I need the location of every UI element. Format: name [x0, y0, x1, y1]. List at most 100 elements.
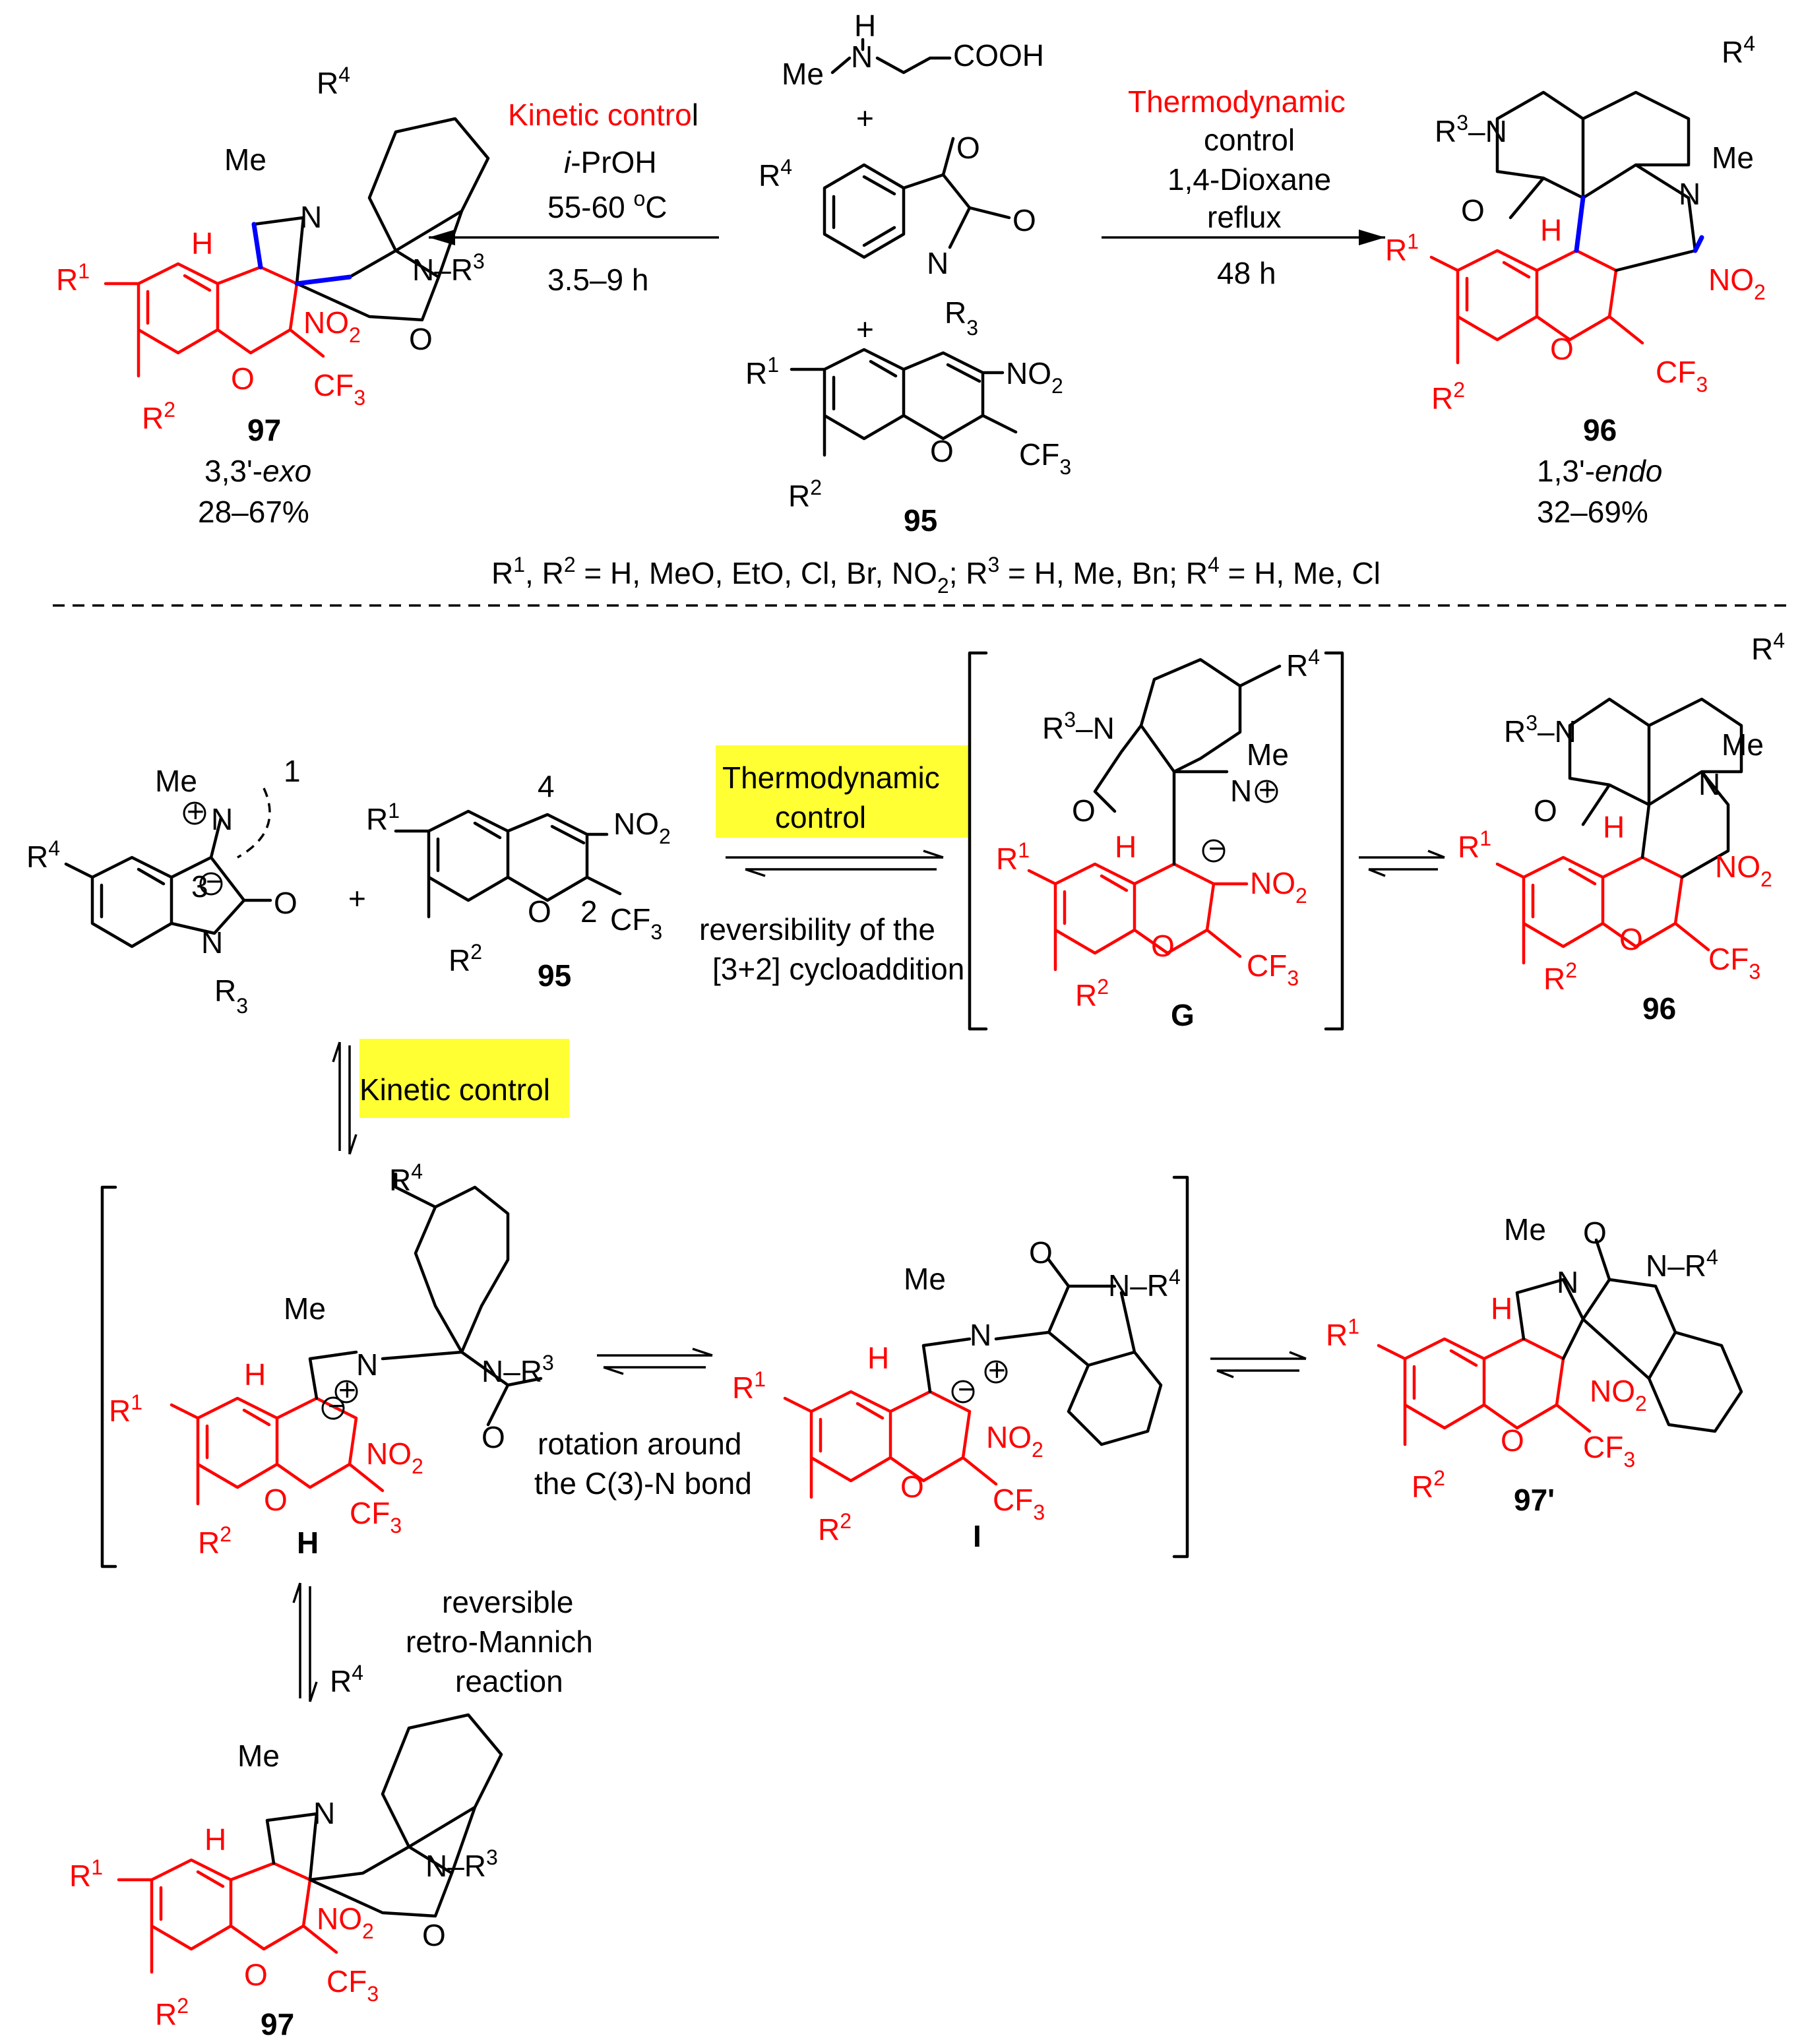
compound-96-label-top: 96	[1583, 413, 1617, 447]
product-97-blue-bonds	[251, 222, 352, 286]
product-96-chroman-bonds	[1429, 249, 1644, 365]
p96m-n-label: N	[1698, 767, 1720, 801]
intermediate-H: R4 Me N + N–R3 O H − R1 NO2 O CF3 R2 H	[100, 1160, 1189, 1568]
i-minus-glyph: −	[958, 1372, 976, 1406]
azomethine-ylide: + − Me N 1 3 O R4 N R3	[26, 754, 301, 1018]
substituent-legend: R1, R2 = H, MeO, EtO, Cl, Br, NO2; R3 = …	[491, 553, 1381, 598]
rotation-line1: rotation around	[538, 1427, 741, 1461]
intermediate-G: R4 R3–N Me N + O H − R1 NO2 O CF3 R2 G	[968, 645, 1344, 1032]
p96-r1-label: R1	[1385, 230, 1419, 267]
intermediate-H-label: H	[297, 1526, 319, 1560]
i-ring-o-label: O	[900, 1470, 924, 1504]
product-97-spiro-bonds	[252, 117, 490, 322]
p96-n-label: N	[1679, 177, 1700, 211]
h-o-label: O	[482, 1420, 505, 1454]
p96-r3n-label: R3–N	[1435, 111, 1507, 148]
p97b-me-label: Me	[237, 1739, 280, 1773]
p97-nr3-label: N–R3	[412, 249, 485, 287]
kinetic-arrow-top: Kinetic control i-PrOH 55-60 oC 3.5–9 h	[429, 98, 719, 297]
product-96-mech: R4 R3–N Me N O H R1 NO2 O CF3 R2 96	[1458, 629, 1785, 1026]
ylide-label-1: 1	[284, 754, 301, 788]
g-h-label: H	[1115, 830, 1136, 864]
g-no2-label: NO2	[1250, 866, 1307, 908]
p97p-me-label: Me	[1504, 1212, 1546, 1247]
ylide-label-3: 3	[191, 869, 208, 904]
p96m-no2-label: NO2	[1715, 850, 1772, 891]
intermediate-G-label: G	[1171, 998, 1195, 1032]
p97b-r4-label: R4	[330, 1661, 363, 1698]
chromene-no2-label: NO2	[1006, 356, 1063, 398]
p97b-n-label: N	[313, 1796, 335, 1830]
p97-exo-label: 3,3'-exo	[204, 454, 311, 488]
isatin-reagent: R4 O O N R3	[759, 131, 1036, 340]
chromene-95-r2-label: R2	[449, 940, 482, 977]
isatin-r4-label: R4	[759, 155, 792, 193]
p97-yield-label: 28–67%	[198, 495, 309, 529]
chromene-r2-label: R2	[788, 476, 822, 513]
p97-no2-label: NO2	[303, 305, 361, 347]
p96-no2-label: NO2	[1708, 263, 1766, 304]
chromene-o-label: O	[930, 434, 954, 468]
kinetic-box-label: Kinetic control	[359, 1072, 550, 1107]
i-iminium-bonds	[921, 1258, 1163, 1446]
ylide-r3-label: R3	[214, 974, 248, 1018]
intermediate-I-label: I	[973, 1519, 981, 1553]
h-plus-charge-icon	[334, 1380, 358, 1404]
isatin-r3-label: R3	[945, 295, 978, 340]
minus-glyph: −	[206, 864, 224, 898]
p96m-ring-o-label: O	[1619, 922, 1643, 956]
p97p-cf3-label: CF3	[1583, 1430, 1635, 1471]
h-ring-o-label: O	[264, 1483, 288, 1517]
p97-ring-o-label: O	[231, 361, 255, 396]
i-r2-label: R2	[818, 1509, 852, 1547]
p97-r1-label: R1	[56, 259, 90, 297]
compound-95-label-top: 95	[904, 503, 937, 538]
ylide-minus-charge-icon	[199, 872, 223, 896]
ylide-n2-label: N	[201, 925, 223, 960]
kinetic-temp-label: 55-60 oC	[547, 187, 667, 224]
g-plus-glyph: +	[1259, 772, 1276, 807]
p97p-h-label: H	[1491, 1291, 1512, 1326]
thermodynamic-highlight-box	[716, 745, 970, 838]
product-97-bottom: R4 Me N N–R3 O H R1 NO2 O CF3 R2 97	[69, 1661, 503, 2041]
g-chroman-bonds	[1027, 862, 1249, 972]
plus-glyph: +	[187, 794, 204, 828]
p96-r2-label: R2	[1431, 378, 1465, 416]
chromene-95-cf3-label: CF3	[610, 902, 662, 944]
p97p-chroman-bonds	[1377, 1337, 1592, 1446]
g-plus-charge-icon	[1255, 780, 1278, 803]
h-minus-charge-icon	[321, 1396, 345, 1420]
g-r2-label: R2	[1075, 975, 1109, 1012]
chromene-bonds	[790, 348, 1018, 457]
isatin-o2-label: O	[1012, 203, 1036, 237]
h-h-label: H	[244, 1357, 266, 1392]
p96m-r3n-label: R3–N	[1504, 711, 1576, 749]
p97-o-label: O	[409, 322, 433, 356]
p97-r2-label: R2	[142, 398, 175, 435]
h-i-brackets	[100, 1175, 1189, 1568]
p96-endo-label: 1,3'-endo	[1537, 454, 1662, 488]
p97b-h-label: H	[204, 1822, 226, 1857]
p97p-r1-label: R1	[1326, 1315, 1359, 1352]
g-me-label: Me	[1247, 737, 1289, 772]
ylide-me-label: Me	[155, 764, 197, 798]
ylide-r4-label: R4	[26, 836, 60, 874]
reflux-label: reflux	[1207, 200, 1281, 234]
i-chroman-bonds	[783, 1390, 998, 1499]
chromene-95-no2-label: NO2	[613, 807, 671, 848]
h-r2-label: R2	[198, 1522, 232, 1560]
p97b-ring-o-label: O	[244, 1958, 268, 1992]
sarcosine-me-label: Me	[782, 57, 824, 91]
isatin-o1-label: O	[956, 131, 980, 165]
i-h-label: H	[867, 1341, 889, 1375]
product-96-top: R4 R3–N Me N O H R1 NO2 O CF3 R2 96 1,3'…	[1385, 32, 1766, 529]
compound-96-label-mech: 96	[1642, 991, 1676, 1026]
plus-sign-2: +	[856, 312, 874, 346]
g-r3n-label: R3–N	[1042, 708, 1115, 745]
retro-line2: retro-Mannich	[406, 1625, 593, 1659]
reversibility-line1: reversibility of the	[699, 912, 935, 946]
h-r1-label: R1	[109, 1390, 142, 1428]
p96-cf3-label: CF3	[1656, 355, 1708, 396]
p97p-r2-label: R2	[1412, 1466, 1445, 1504]
